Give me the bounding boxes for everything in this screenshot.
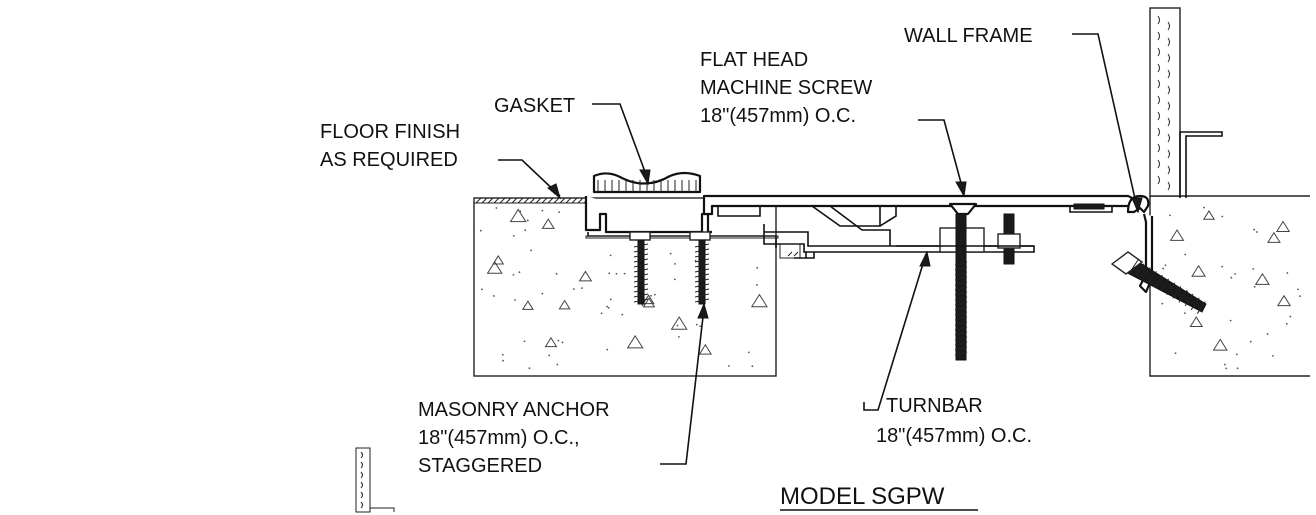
callout-labels: WALL FRAME FLAT HEAD MACHINE SCREW 18"(4… bbox=[320, 25, 1033, 477]
label-turnbar-line2: 18"(457mm) O.C. bbox=[876, 425, 1032, 447]
label-wall-frame: WALL FRAME bbox=[904, 25, 1033, 47]
masonry-anchor-1 bbox=[629, 231, 651, 305]
label-turnbar-line1: TURNBAR bbox=[886, 395, 983, 417]
flat-head-screw bbox=[939, 202, 985, 361]
turnbar bbox=[896, 213, 1034, 265]
gasket bbox=[592, 171, 702, 194]
carrier-bar bbox=[763, 224, 1035, 259]
label-floor-finish-line1: FLOOR FINISH bbox=[320, 121, 460, 143]
drawing-title: MODEL SGPW bbox=[780, 483, 978, 511]
wall-frame-anchor bbox=[1110, 251, 1207, 314]
wall-section bbox=[1149, 7, 1223, 198]
label-gasket: GASKET bbox=[494, 95, 575, 117]
label-masonry-line2: 18"(457mm) O.C., bbox=[418, 427, 580, 449]
title-model: MODEL SGPW bbox=[780, 483, 945, 510]
label-masonry-line3: STAGGERED bbox=[418, 455, 542, 477]
wall-symbol-small bbox=[355, 447, 395, 513]
left-frame bbox=[584, 196, 779, 248]
label-flat-head-line2: MACHINE SCREW bbox=[700, 77, 872, 99]
concrete-aggregate bbox=[1161, 206, 1301, 370]
leader-lines bbox=[498, 33, 1143, 465]
label-floor-finish-line2: AS REQUIRED bbox=[320, 149, 458, 171]
masonry-anchor-2 bbox=[689, 231, 711, 305]
label-flat-head-line3: 18"(457mm) O.C. bbox=[700, 105, 856, 127]
label-masonry-line1: MASONRY ANCHOR bbox=[418, 399, 610, 421]
label-flat-head-line1: FLAT HEAD bbox=[700, 49, 808, 71]
right-concrete-slab bbox=[1149, 195, 1310, 377]
floor-finish-hatch bbox=[474, 197, 590, 204]
